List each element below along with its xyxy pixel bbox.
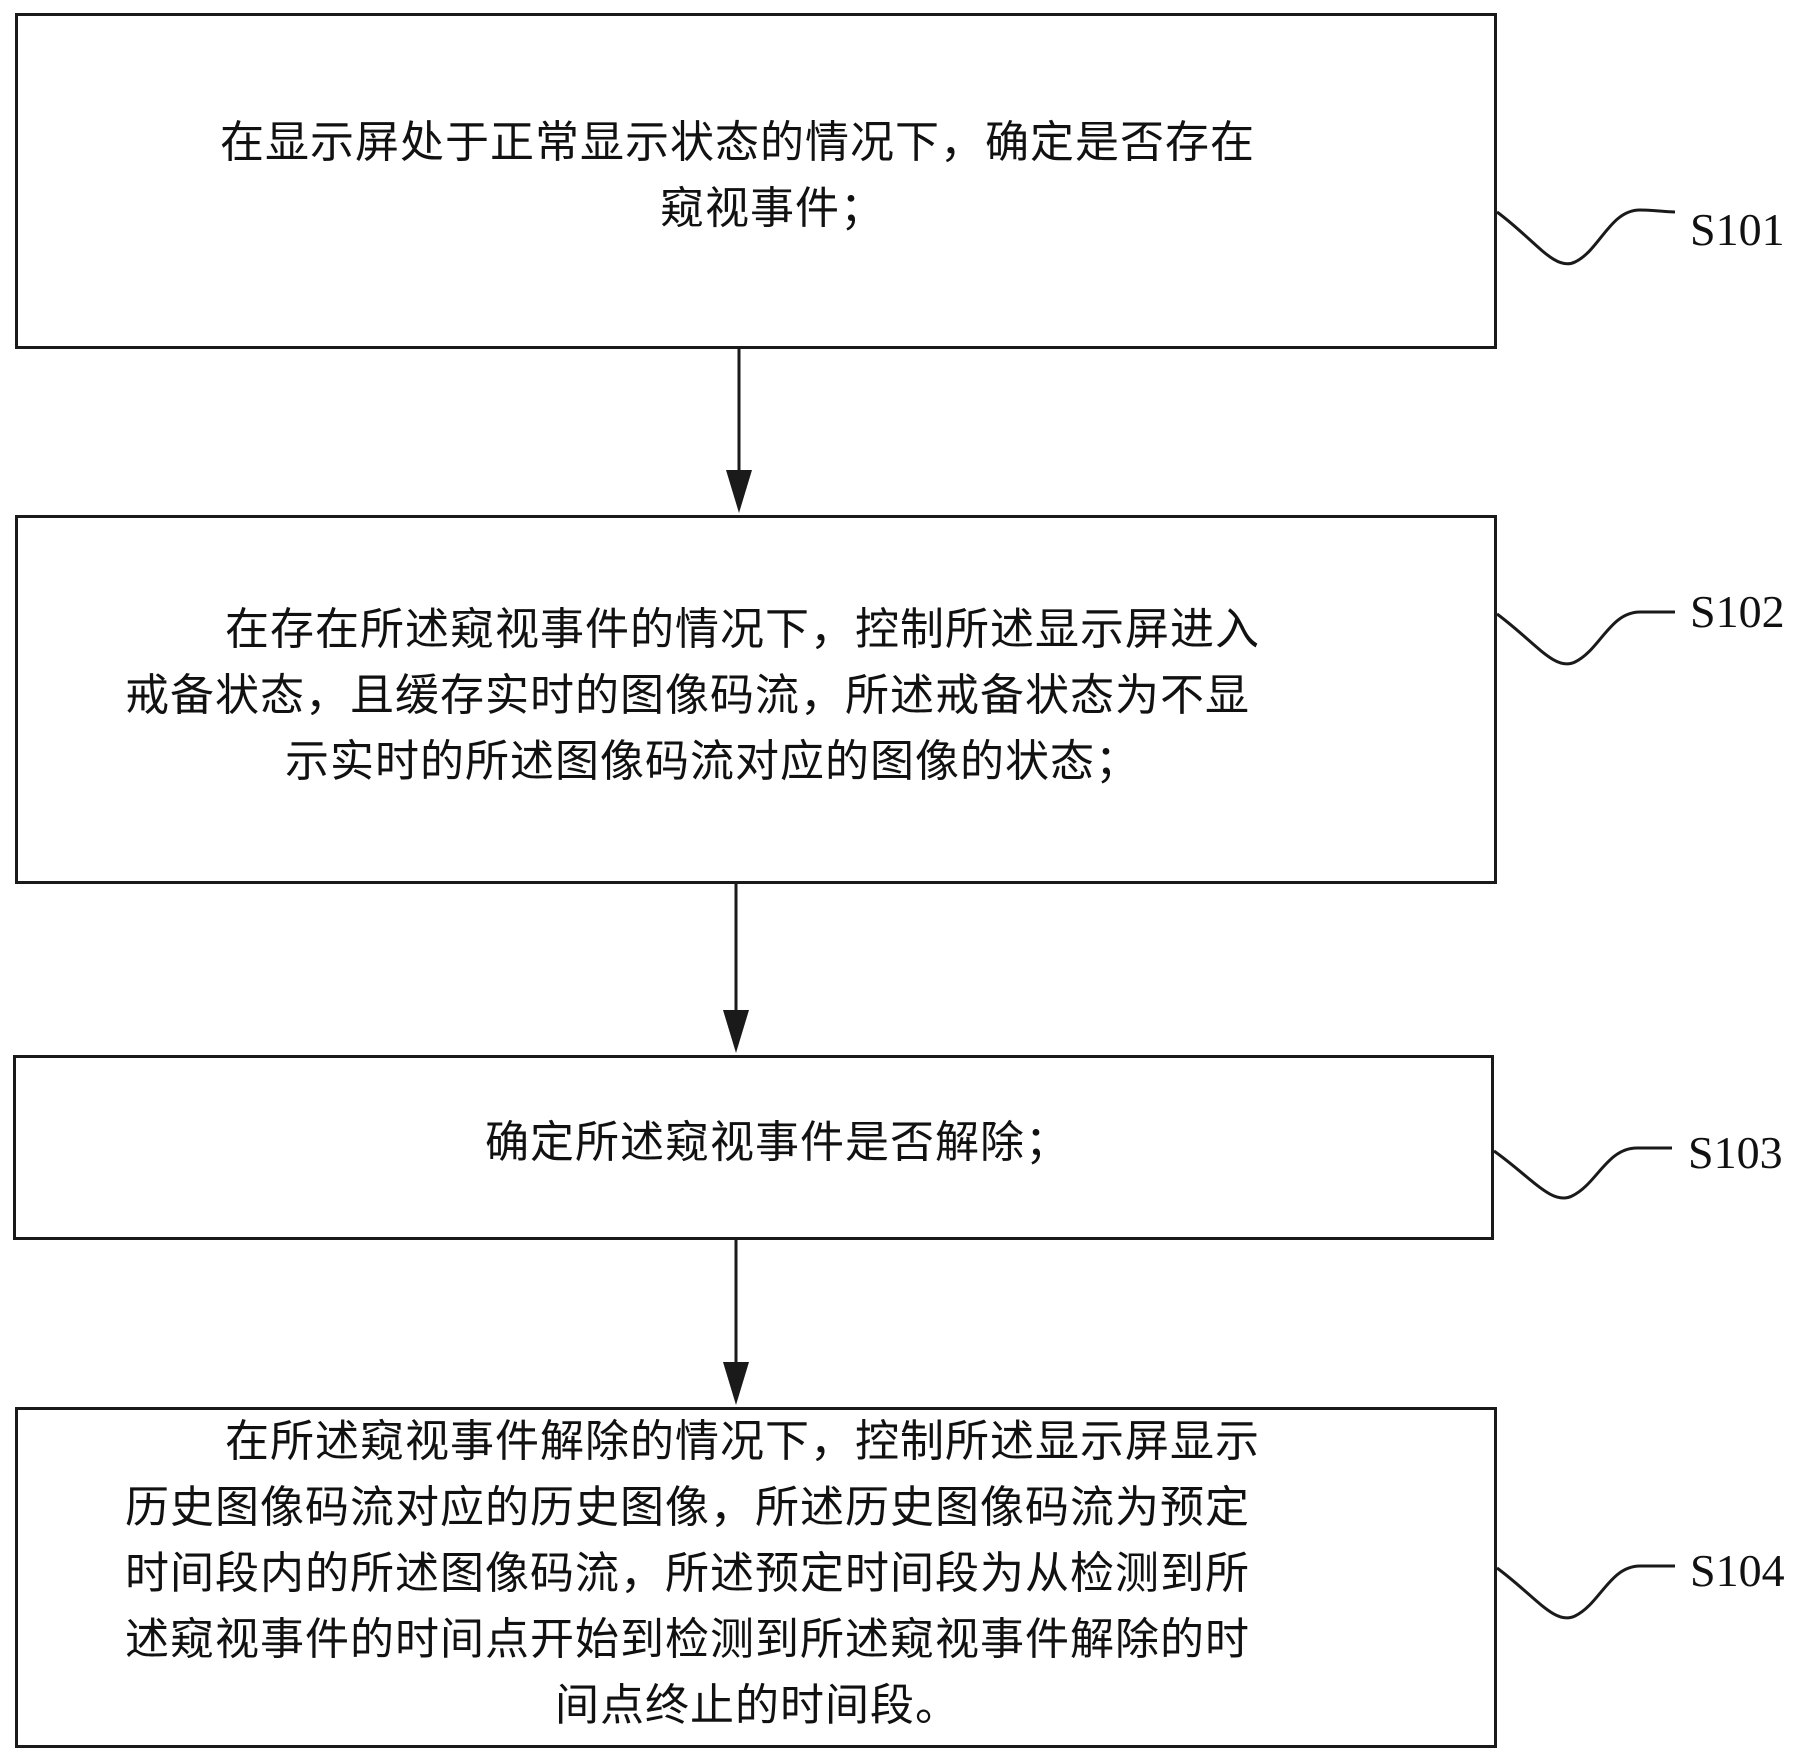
step-text-line: 确定所述窥视事件是否解除； [485, 1117, 1070, 1168]
step-box-s101 [15, 13, 1497, 349]
step-box-s102 [15, 515, 1497, 884]
step-text-line: 示实时的所述图像码流对应的图像的状态； [285, 736, 1140, 787]
step-text-s103: 确定所述窥视事件是否解除； [485, 1110, 1285, 1176]
arrow-s102-to-s103 [723, 884, 749, 1053]
step-text-line: 间点终止的时间段。 [555, 1680, 960, 1731]
step-text-line: 戒备状态，且缓存实时的图像码流，所述戒备状态为不显 [125, 670, 1250, 721]
step-text-line: 历史图像码流对应的历史图像，所述历史图像码流为预定 [125, 1482, 1250, 1533]
step-text-line: 述窥视事件的时间点开始到检测到所述窥视事件解除的时 [125, 1614, 1250, 1665]
leader-wave-s104 [1496, 1564, 1675, 1620]
arrow-s101-to-s102 [726, 349, 752, 513]
leader-wave-s102 [1496, 610, 1675, 666]
step-label-s102: S102 [1690, 586, 1785, 637]
step-box-s103 [13, 1055, 1494, 1240]
step-text-line: 时间段内的所述图像码流，所述预定时间段为从检测到所 [125, 1548, 1250, 1599]
leader-wave-s101 [1496, 208, 1676, 266]
step-text-line: 在所述窥视事件解除的情况下，控制所述显示屏显示 [225, 1416, 1260, 1467]
step-label-s104: S104 [1690, 1545, 1785, 1596]
step-text-s102: 在存在所述窥视事件的情况下，控制所述显示屏进入 戒备状态，且缓存实时的图像码流，… [125, 597, 1485, 795]
step-text-line: 窥视事件； [660, 183, 885, 234]
step-text-line: 在显示屏处于正常显示状态的情况下，确定是否存在 [220, 117, 1255, 168]
step-text-s101: 在显示屏处于正常显示状态的情况下，确定是否存在 窥视事件； [220, 110, 1465, 242]
step-label-s103: S103 [1688, 1127, 1783, 1178]
step-text-line: 在存在所述窥视事件的情况下，控制所述显示屏进入 [225, 604, 1260, 655]
step-label-s101: S101 [1690, 204, 1785, 255]
step-text-s104: 在所述窥视事件解除的情况下，控制所述显示屏显示 历史图像码流对应的历史图像，所述… [125, 1409, 1485, 1739]
step-box-s104 [15, 1407, 1497, 1748]
leader-wave-s103 [1493, 1146, 1672, 1200]
arrow-s103-to-s104 [723, 1240, 749, 1405]
